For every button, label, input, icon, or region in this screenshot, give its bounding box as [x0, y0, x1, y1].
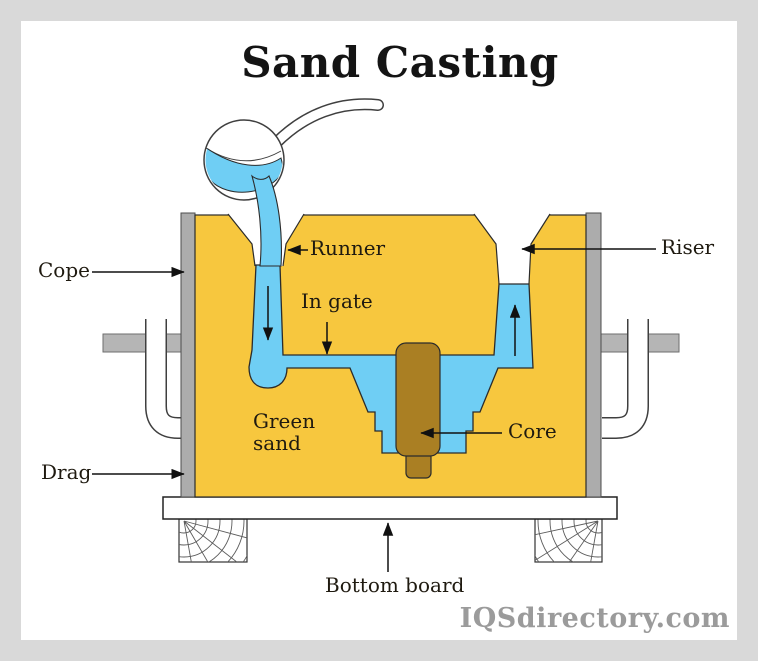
right-leg	[534, 518, 603, 563]
ladle	[203, 98, 384, 267]
ladle-handle	[271, 99, 383, 148]
label-green-sand: Green sand	[253, 409, 316, 456]
left-leg	[178, 518, 248, 563]
label-runner: Runner	[310, 236, 386, 260]
arrows	[92, 243, 656, 572]
label-riser: Riser	[661, 235, 715, 259]
flask-wall-left	[180, 212, 196, 498]
label-drag: Drag	[41, 460, 92, 484]
bottom-board	[162, 496, 618, 520]
label-cope: Cope	[38, 258, 90, 282]
label-core: Core	[508, 419, 557, 443]
label-in-gate: In gate	[301, 289, 373, 313]
flask-wall-right	[585, 212, 602, 498]
left-clamp-pipe	[146, 319, 193, 438]
right-clamp-pipe	[601, 319, 648, 438]
watermark: IQSdirectory.com	[459, 603, 730, 634]
pour-stream	[251, 174, 282, 267]
molten-metal	[248, 264, 534, 454]
page-title: Sand Casting	[241, 38, 559, 87]
label-bottom-board: Bottom board	[325, 573, 465, 597]
left-clamp	[102, 319, 194, 439]
right-clamp	[600, 319, 680, 439]
